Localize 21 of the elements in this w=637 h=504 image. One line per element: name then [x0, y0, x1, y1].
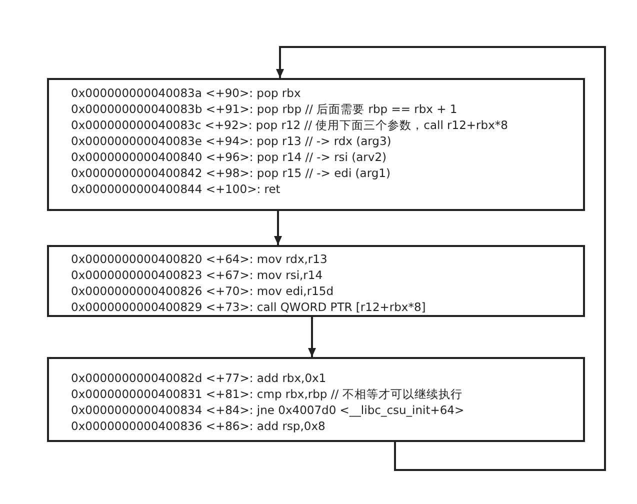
code-line: 0x0000000000400826 <+70>: mov edi,r15d — [70, 283, 335, 299]
code-line: 0x0000000000400820 <+64>: mov rdx,r13 — [70, 251, 328, 267]
code-line: 0x0000000000400829 <+73>: call QWORD PTR [r12+rbx*8] — [70, 299, 427, 315]
code-line: 0x0000000000400840 <+96>: pop r14 // -> rsi (arv2) — [70, 149, 388, 165]
code-line: 0x000000000040083c <+92>: pop r12 // 使用下面三个参数，call r12+rbx*8 — [70, 117, 509, 133]
code-line: 0x0000000000400842 <+98>: pop r15 // -> edi (arg1) — [70, 165, 392, 181]
arrow — [276, 46, 606, 471]
code-line: 0x0000000000400836 <+86>: add rsp,0x8 — [70, 418, 326, 434]
code-line: 0x0000000000400831 <+81>: cmp rbx,rbp // 不相等才可以继续执行 — [70, 386, 464, 402]
code-box — [47, 78, 585, 211]
code-line: 0x0000000000400844 <+100>: ret — [70, 181, 282, 197]
code-line: 0x0000000000400823 <+67>: mov rsi,r14 — [70, 267, 324, 283]
arrow — [308, 317, 316, 357]
code-line: 0x000000000040083b <+91>: pop rbp // 后面需要 rbp == rbx + 1 — [70, 101, 458, 117]
arrow — [274, 211, 282, 245]
code-line: 0x000000000040083a <+90>: pop rbx — [70, 85, 302, 101]
code-box — [47, 245, 585, 317]
code-box — [47, 357, 585, 442]
code-line: 0x000000000040083e <+94>: pop r13 // -> rdx (arg3) — [70, 133, 392, 149]
code-line: 0x0000000000400834 <+84>: jne 0x4007d0 <__libc_csu_init+64> — [70, 402, 466, 418]
code-line: 0x000000000040082d <+77>: add rbx,0x1 — [70, 370, 328, 386]
